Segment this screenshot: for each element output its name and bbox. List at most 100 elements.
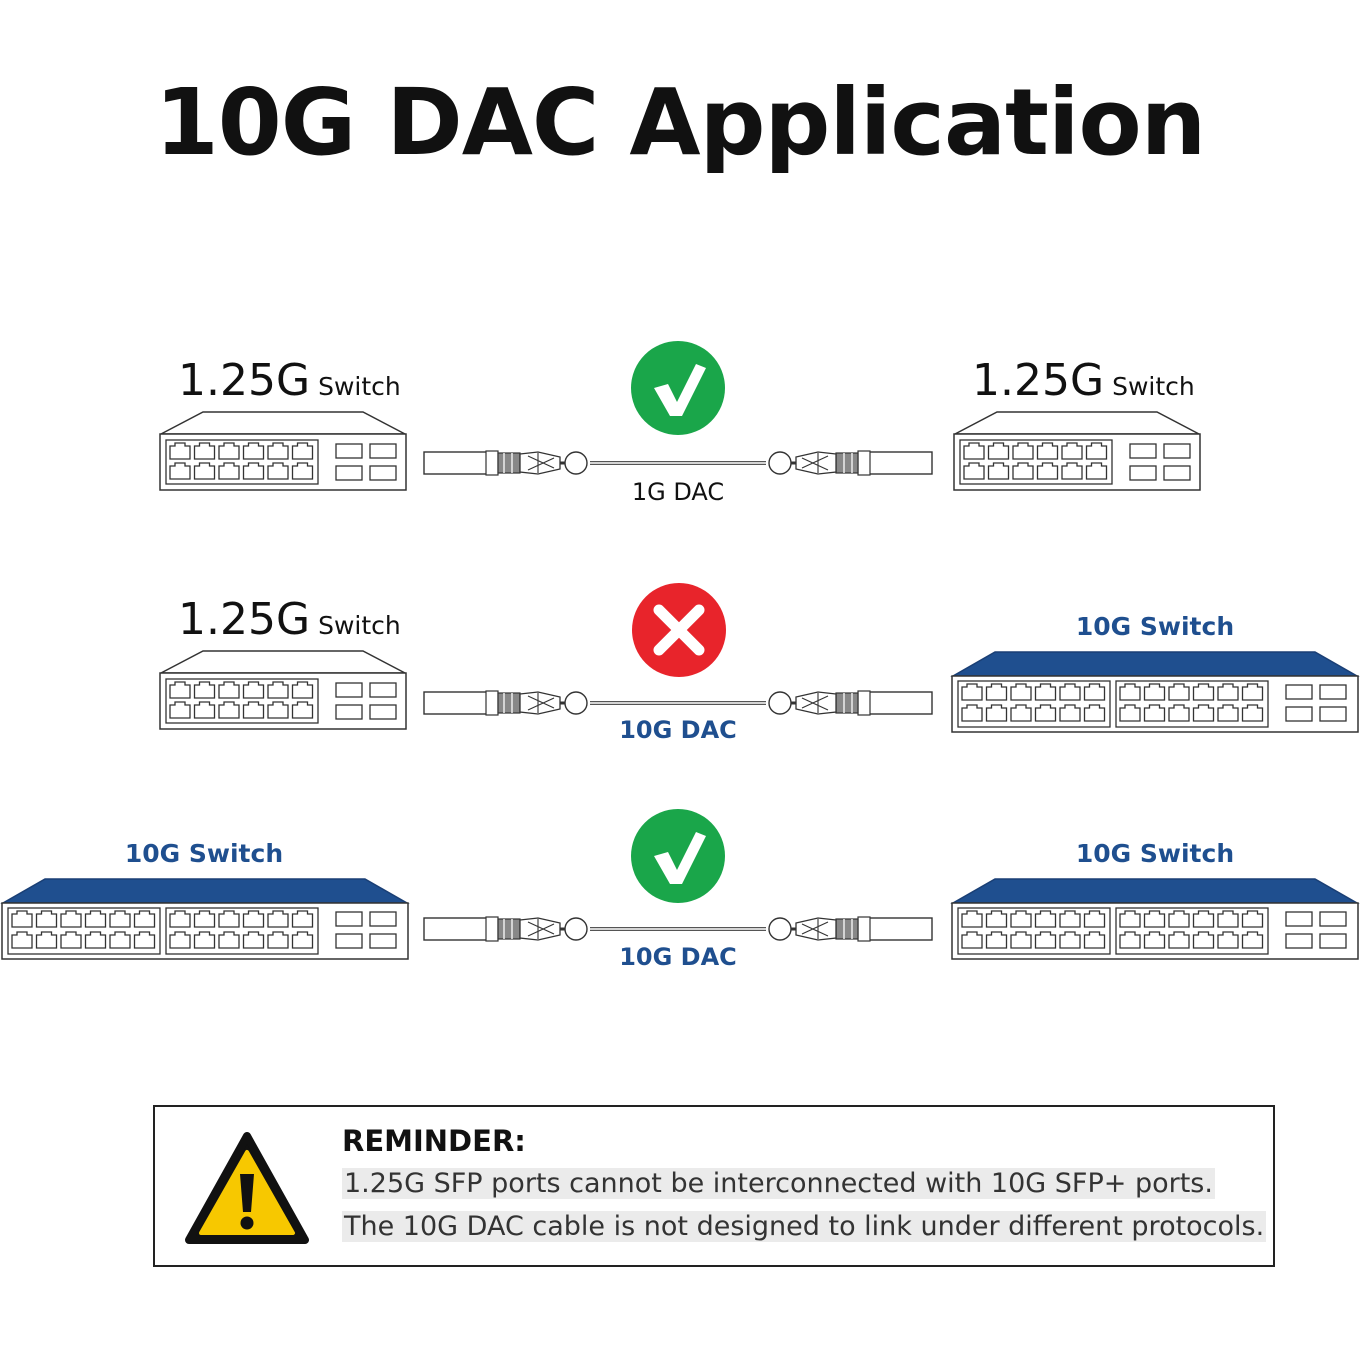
row3-left-switch [0,877,410,966]
sfp-slot [1285,706,1313,722]
port [1192,704,1215,722]
port [1085,442,1108,460]
port [963,462,985,480]
port [1010,910,1032,928]
port [11,931,33,949]
port [1192,683,1215,701]
sfp-slot [335,443,363,459]
sfp-slot [1129,443,1157,459]
port [1143,704,1166,722]
port [1034,931,1057,949]
switch-word: Switch [318,372,401,401]
port [985,683,1008,701]
port [169,910,191,928]
port [1143,910,1166,928]
port [267,701,289,719]
port [267,681,289,699]
row2-right-switch-label: 10G Switch [1075,612,1235,641]
port [1059,683,1081,701]
speed-label: 1.25G [178,355,311,406]
port [1217,931,1239,949]
sfp-slot [369,911,397,927]
port [291,910,314,928]
reminder-line-2: The 10G DAC cable is not designed to lin… [342,1211,1267,1242]
port [1034,683,1057,701]
port [84,931,107,949]
port [1083,704,1106,722]
sfp-connector [423,450,588,476]
port [218,910,240,928]
port [193,442,216,460]
port [193,910,216,928]
port [267,442,289,460]
sfp-slot [1163,465,1191,481]
port [985,931,1008,949]
sfp-connector [423,690,588,716]
port [1119,704,1141,722]
sfp-slot [1285,911,1313,927]
sfp-slot [335,933,363,949]
port [218,462,240,480]
port [961,683,983,701]
port [291,442,314,460]
sfp-slot [1319,933,1347,949]
row3-left-switch-label: 10G Switch [124,839,284,868]
port [133,931,156,949]
port [35,910,58,928]
page-title: 10G DAC Application [154,69,1207,176]
port [169,931,191,949]
sfp-slot [369,465,397,481]
port [1061,442,1083,460]
sfp-slot [1319,911,1347,927]
port [961,931,983,949]
port [169,442,191,460]
port [1034,910,1057,928]
port [109,910,131,928]
row3-right-switch-label: 10G Switch [1075,839,1235,868]
row2-status-badge [631,582,727,683]
sfp-connector [768,916,933,942]
switch-word: Switch [1112,372,1195,401]
port [1168,683,1190,701]
port [1036,442,1059,460]
port [133,910,156,928]
sfp-slot [335,911,363,927]
reminder-line-1: 1.25G SFP ports cannot be interconnected… [342,1168,1215,1199]
switch-word: Switch [318,611,401,640]
port [193,462,216,480]
port [11,910,33,928]
sfp-slot [1129,465,1157,481]
sfp-slot [369,704,397,720]
port [291,701,314,719]
port [193,701,216,719]
sfp-slot [1319,706,1347,722]
port [1143,683,1166,701]
row1-dac-cable [420,440,936,491]
port [1059,704,1081,722]
port [60,910,82,928]
port [242,910,265,928]
port [1085,462,1108,480]
port [1217,910,1239,928]
sfp-slot [335,465,363,481]
port [242,442,265,460]
port [961,704,983,722]
port [169,681,191,699]
port [985,910,1008,928]
port [242,931,265,949]
port [60,931,82,949]
port [1192,931,1215,949]
port [1241,683,1264,701]
sfp-slot [335,682,363,698]
row3-cable-label: 10G DAC [619,943,737,971]
port [1010,704,1032,722]
port [169,462,191,480]
port [84,910,107,928]
port [1168,704,1190,722]
port [267,910,289,928]
port [1168,931,1190,949]
row2-right-switch [950,650,1360,739]
